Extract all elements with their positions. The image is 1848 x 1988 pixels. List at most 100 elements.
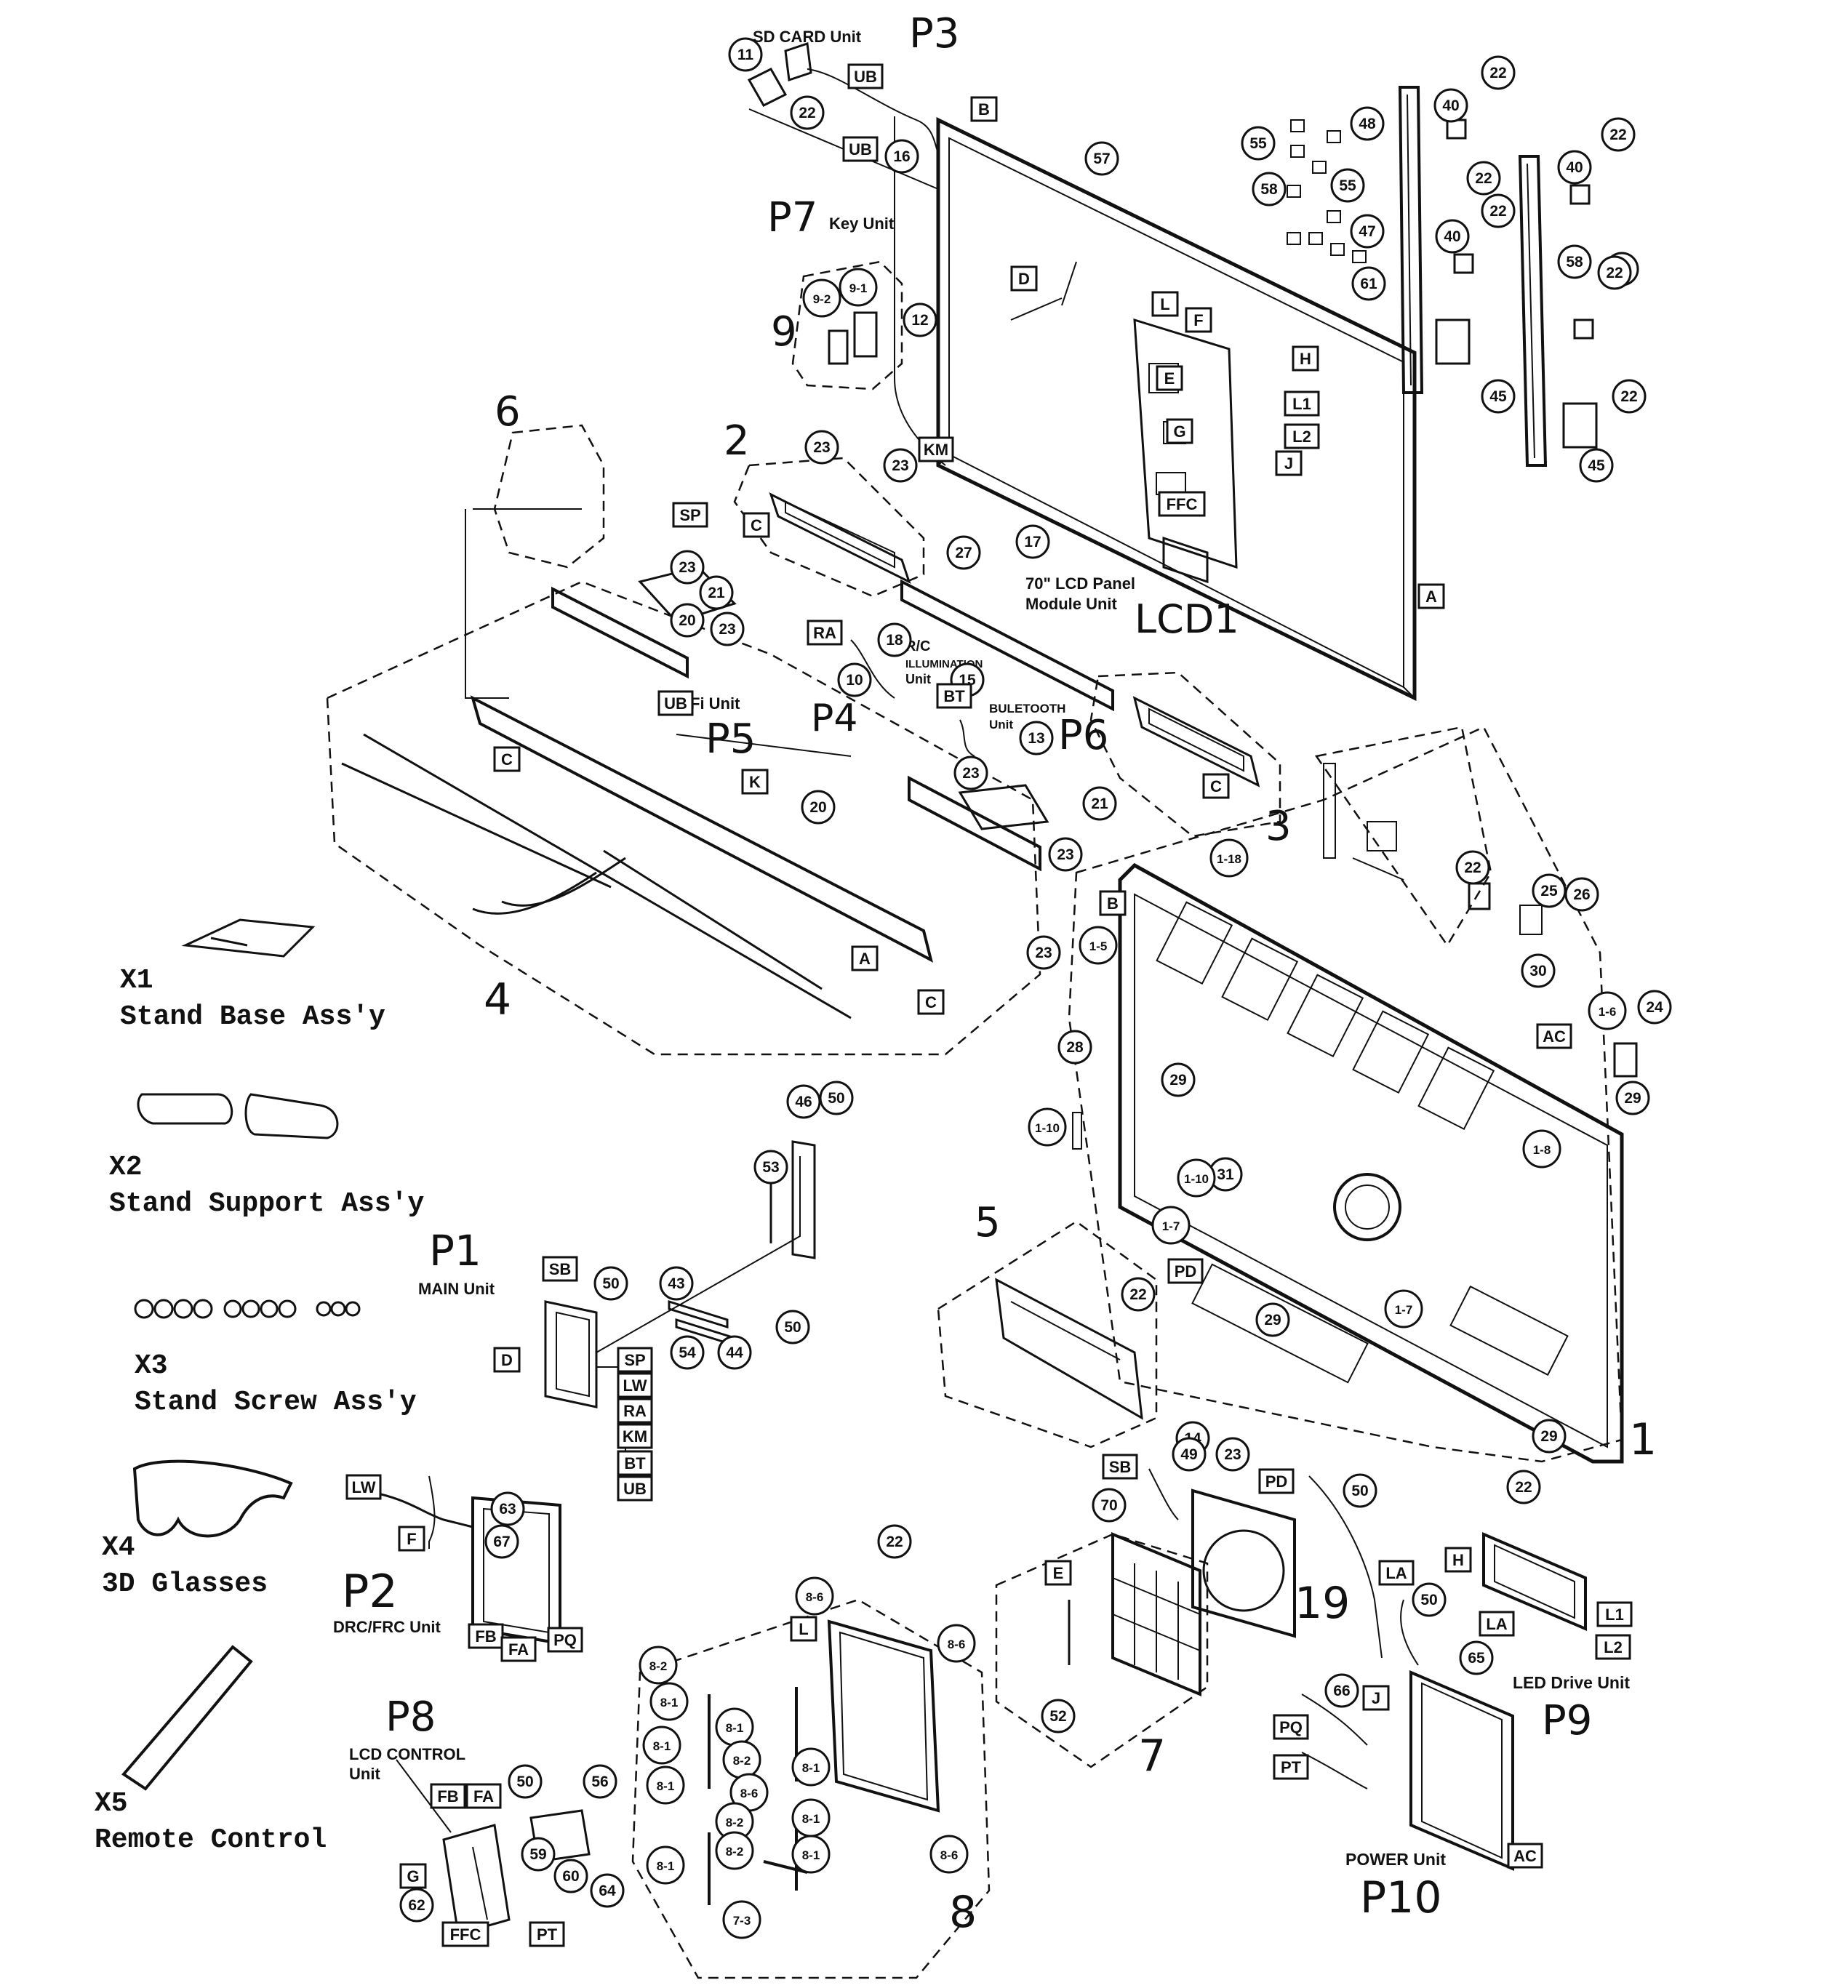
connector-tag: C — [743, 512, 770, 538]
callout-circle — [1252, 172, 1287, 207]
connector-tags: UBUBBDLFEHL1L2GJKMFFCASPCRABTUBKCCACBACP… — [345, 63, 1633, 1947]
callout-number: 27 — [955, 545, 972, 561]
callout-number: 58 — [1566, 254, 1583, 270]
callout-circle — [1481, 193, 1516, 228]
connector-box — [345, 1474, 382, 1500]
part-callout: 29 — [1255, 1302, 1290, 1337]
callout-number: 20 — [809, 799, 826, 816]
part-callouts: 1122165755484022225540582258475861402222… — [399, 37, 1672, 1939]
part-callout: 22 — [1455, 850, 1490, 885]
callout-number: 23 — [962, 765, 979, 782]
part-callout: 1-18 — [1209, 838, 1249, 878]
callout-circle — [639, 1646, 678, 1685]
label-drc-frc-unit: DRC/FRC Unit — [333, 1618, 441, 1636]
connector-box — [1202, 773, 1230, 799]
callout-number: 8-1 — [802, 1761, 820, 1775]
connector-tag: RA — [807, 620, 843, 646]
connector-tag: FA — [465, 1783, 502, 1809]
connector-tag: L2 — [1595, 1634, 1631, 1660]
connector-tag: F — [398, 1526, 425, 1552]
part-callout: 8-1 — [791, 1835, 831, 1874]
label-lcd-control-2: Unit — [349, 1765, 380, 1783]
connector-code: B — [978, 100, 990, 119]
callout-circle — [593, 1266, 628, 1301]
callout-number: 12 — [911, 312, 928, 329]
callout-circle — [1041, 1699, 1076, 1734]
part-callout: 56 — [583, 1764, 617, 1799]
part-callout: 47 — [1350, 214, 1385, 249]
callout-number: 29 — [1169, 1072, 1186, 1089]
connector-tag: UB — [657, 690, 694, 716]
accessory-name: Stand Screw Ass'y — [135, 1387, 417, 1418]
connector-code: D — [501, 1351, 513, 1369]
callout-number: 22 — [886, 1534, 903, 1550]
part-callout: 62 — [399, 1888, 434, 1923]
connector-box — [936, 683, 972, 709]
connector-box — [500, 1636, 537, 1662]
connector-code: LW — [623, 1376, 647, 1395]
connector-code: LW — [352, 1478, 376, 1496]
callout-number: 1-6 — [1599, 1005, 1617, 1019]
part-callout: 46 — [786, 1084, 821, 1119]
part-callout: 50 — [819, 1081, 854, 1115]
part-callout: 55 — [1330, 168, 1365, 203]
connector-code: SP — [624, 1351, 645, 1369]
connector-code: PT — [1281, 1758, 1302, 1776]
callout-circle — [590, 1873, 625, 1908]
label-P1: P1 — [429, 1226, 481, 1275]
callout-number: 63 — [499, 1501, 516, 1518]
connector-code: UB — [854, 68, 877, 86]
label-module-unit: Module Unit — [1025, 595, 1118, 613]
callout-number: 65 — [1468, 1650, 1485, 1667]
connector-box — [399, 1863, 427, 1889]
connector-code: A — [859, 950, 871, 968]
callout-number: 17 — [1024, 534, 1041, 550]
part-callout: 44 — [717, 1335, 752, 1370]
callout-circle — [946, 535, 981, 570]
connector-tag: PD — [1258, 1468, 1295, 1494]
connector-box — [1044, 1560, 1072, 1586]
callout-circle — [642, 1726, 681, 1765]
connector-tag: UB — [842, 136, 879, 162]
part-callout: 50 — [593, 1266, 628, 1301]
part-callout: 23 — [1026, 935, 1061, 970]
callout-number: 54 — [679, 1344, 696, 1361]
connector-tag: UB — [847, 63, 884, 89]
connector-code: AC — [1543, 1027, 1566, 1046]
callout-number: 8-6 — [806, 1590, 824, 1604]
accessory-name: Remote Control — [95, 1824, 327, 1856]
callout-circle — [883, 448, 918, 483]
part-callout: 1-8 — [1522, 1129, 1561, 1169]
callout-number: 8-1 — [802, 1812, 820, 1826]
part-callout: 12 — [903, 302, 937, 337]
callout-circle — [1597, 255, 1632, 290]
callout-number: 22 — [1129, 1286, 1146, 1303]
callout-circle — [1557, 150, 1592, 185]
callout-number: 8-1 — [653, 1739, 671, 1753]
callout-number: 30 — [1529, 963, 1546, 979]
callout-number: 7-3 — [733, 1914, 751, 1928]
callout-number: 1-7 — [1162, 1219, 1180, 1233]
part-callout: 8-6 — [929, 1835, 969, 1874]
callout-number: 21 — [708, 585, 725, 601]
callout-number: 8-2 — [726, 1816, 744, 1829]
label-g19: 19 — [1295, 1578, 1350, 1629]
connector-tag: B — [1099, 890, 1127, 916]
callout-number: 8-1 — [726, 1721, 744, 1735]
connector-code: G — [1173, 422, 1185, 441]
connector-tag: FB — [468, 1623, 504, 1649]
connector-box — [743, 512, 770, 538]
connector-tag: J — [1275, 450, 1303, 476]
connector-box — [617, 1450, 653, 1476]
part-callout: 63 — [490, 1491, 525, 1526]
connector-tag: J — [1362, 1685, 1390, 1711]
part-callout: 23 — [670, 550, 705, 585]
accessory-code: X2 — [109, 1152, 143, 1183]
group-outline-6 — [493, 424, 605, 569]
connector-tag: PQ — [1273, 1714, 1309, 1740]
callout-circle — [775, 1310, 810, 1344]
callout-circle — [802, 278, 841, 318]
part-callout: 8-1 — [791, 1747, 831, 1787]
connector-box — [1284, 390, 1320, 417]
part-callout: 26 — [1564, 877, 1599, 912]
